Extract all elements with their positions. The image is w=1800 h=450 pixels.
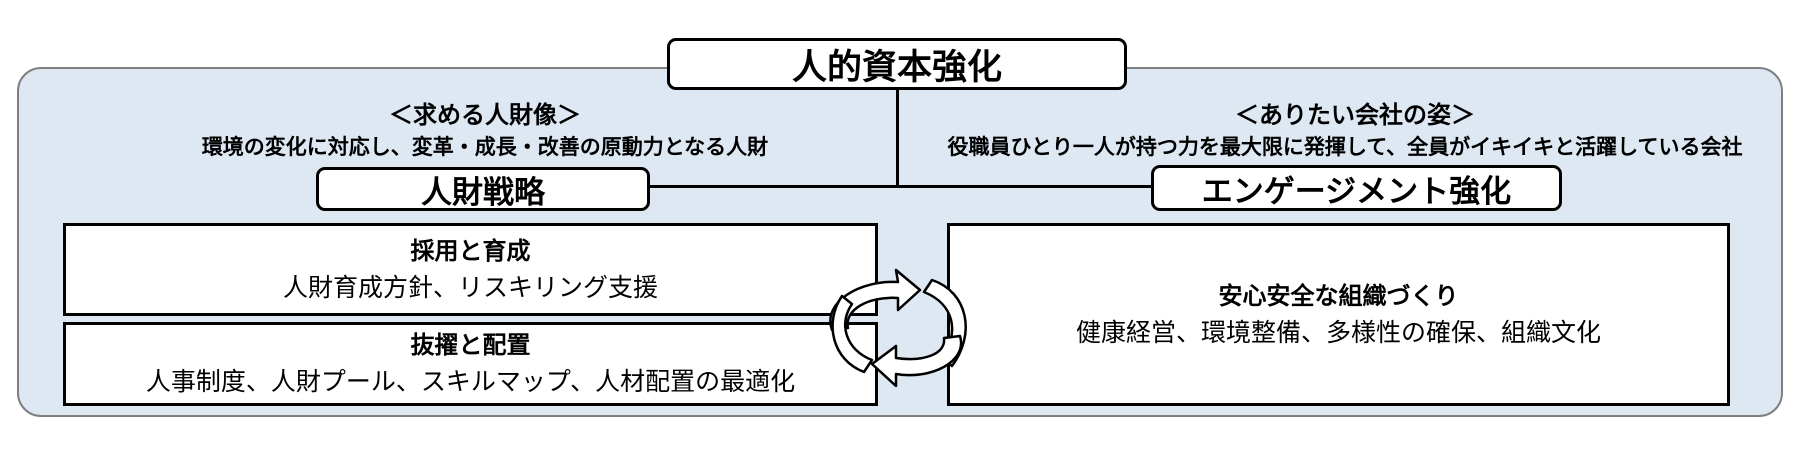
box-safe-organization-title: 安心安全な組織づくり: [1218, 281, 1459, 310]
box-recruit-develop: 採用と育成 人財育成方針、リスキリング支援: [63, 223, 878, 316]
circular-arrows-icon: [829, 268, 967, 387]
connector-vertical: [896, 90, 899, 186]
cycle-arrow-left-icon: [831, 294, 874, 374]
box-safe-organization: 安心安全な組織づくり 健康経営、環境整備、多様性の確保、組織文化: [947, 223, 1730, 406]
box-select-assign-title: 抜擢と配置: [410, 331, 531, 360]
box-select-assign-text: 人事制度、人財プール、スキルマップ、人材配置の最適化: [145, 367, 796, 397]
right-subtitle: ＜ありたい会社の姿＞: [1235, 101, 1475, 129]
right-header: エンゲージメント強化: [1151, 165, 1562, 211]
main-title: 人的資本強化: [667, 38, 1127, 90]
box-select-assign: 抜擢と配置 人事制度、人財プール、スキルマップ、人材配置の最適化: [63, 322, 878, 406]
box-safe-organization-text: 健康経営、環境整備、多様性の確保、組織文化: [1075, 317, 1601, 347]
left-description: 環境の変化に対応し、変革・成長・改善の原動力となる人財: [201, 135, 769, 159]
connector-horizontal: [650, 185, 1151, 188]
box-recruit-develop-title: 採用と育成: [410, 236, 531, 265]
box-recruit-develop-text: 人財育成方針、リスキリング支援: [282, 272, 658, 302]
left-header: 人財戦略: [316, 167, 650, 211]
left-subtitle: ＜求める人財像＞: [389, 101, 581, 129]
cycle-arrow-bottom-icon: [870, 334, 963, 387]
right-description: 役職員ひとり一人が持つ力を最大限に発揮して、全員がイキイキと活躍している会社: [947, 135, 1743, 159]
